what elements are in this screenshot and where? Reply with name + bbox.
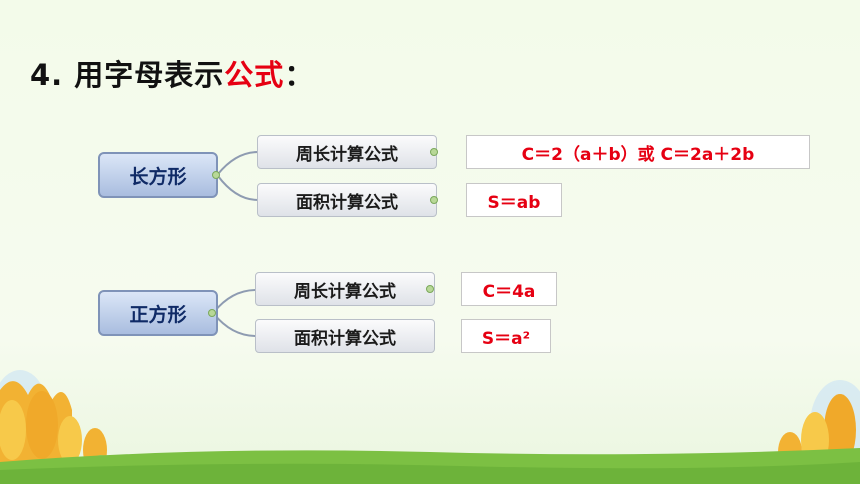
rectangle-perimeter-node[interactable]: 周长计算公式	[257, 135, 437, 169]
square-root-node[interactable]: 正方形	[98, 290, 218, 336]
title-highlight: 公式	[224, 58, 285, 92]
square-area-node[interactable]: 面积计算公式	[255, 319, 435, 353]
square-root-collapse-icon[interactable]	[208, 309, 216, 317]
title-suffix: ：	[284, 58, 315, 92]
rectangle-root-collapse-icon[interactable]	[212, 171, 220, 179]
rectangle-area-formula-box: S＝ab	[466, 183, 562, 217]
square-perimeter-node[interactable]: 周长计算公式	[255, 272, 435, 306]
title-prefix: 4. 用字母表示	[30, 58, 225, 92]
square-area-formula: S＝a²	[481, 328, 531, 349]
rectangle-perimeter-label: 周长计算公式	[296, 144, 398, 165]
square-root-label: 正方形	[129, 303, 187, 326]
square-perimeter-formula-box: C＝4a	[461, 272, 557, 306]
square-perimeter-collapse-icon[interactable]	[426, 285, 434, 293]
rectangle-root-label: 长方形	[129, 165, 187, 188]
rectangle-perimeter-collapse-icon[interactable]	[430, 148, 438, 156]
rectangle-root-node[interactable]: 长方形	[98, 152, 218, 198]
rectangle-perimeter-formula: C＝2（a＋b）或 C＝2a＋2b	[521, 144, 755, 165]
square-perimeter-label: 周长计算公式	[294, 281, 396, 302]
rectangle-area-node[interactable]: 面积计算公式	[257, 183, 437, 217]
page-title: 4. 用字母表示公式：	[30, 52, 314, 94]
rectangle-area-formula: S＝ab	[487, 192, 541, 213]
square-area-formula-box: S＝a²	[461, 319, 551, 353]
square-area-label: 面积计算公式	[294, 328, 396, 349]
rectangle-area-collapse-icon[interactable]	[430, 196, 438, 204]
square-perimeter-formula: C＝4a	[482, 281, 536, 302]
rectangle-area-label: 面积计算公式	[296, 192, 398, 213]
rectangle-perimeter-formula-box: C＝2（a＋b）或 C＝2a＋2b	[466, 135, 810, 169]
